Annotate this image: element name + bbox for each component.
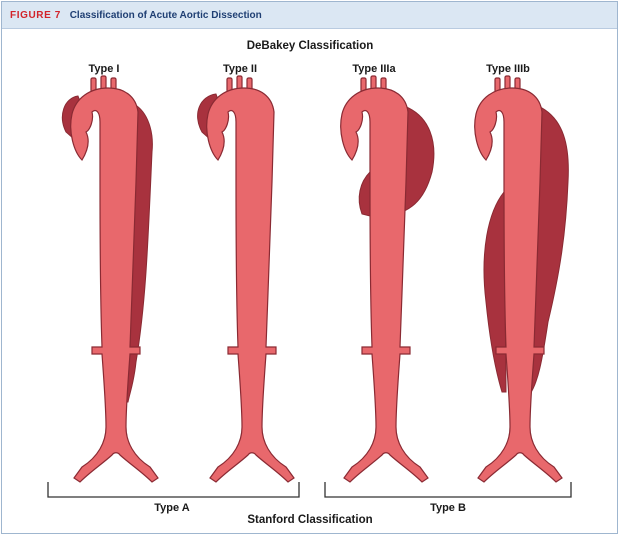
stanford-heading: Stanford Classification: [247, 514, 372, 526]
aorta-type-iiia: [340, 75, 435, 483]
figure-label: FIGURE 7: [10, 10, 61, 21]
type-i-label: Type I: [89, 63, 120, 75]
type-a-bracket: [47, 482, 300, 498]
type-iiib-label: Type IIIb: [486, 63, 530, 75]
type-a-label: Type A: [154, 502, 190, 514]
type-ii-label: Type II: [223, 63, 257, 75]
aorta-type-i: [62, 75, 159, 483]
type-iiia-label: Type IIIa: [352, 63, 396, 75]
figure-title: Classification of Acute Aortic Dissectio…: [69, 10, 262, 21]
debakey-heading: DeBakey Classification: [247, 40, 374, 52]
aorta-type-ii: [197, 75, 295, 483]
type-b-label: Type B: [430, 502, 466, 514]
aorta-type-iiib: [474, 75, 569, 483]
type-b-bracket: [324, 482, 572, 498]
figure-header: FIGURE 7 Classification of Acute Aortic …: [2, 2, 617, 29]
